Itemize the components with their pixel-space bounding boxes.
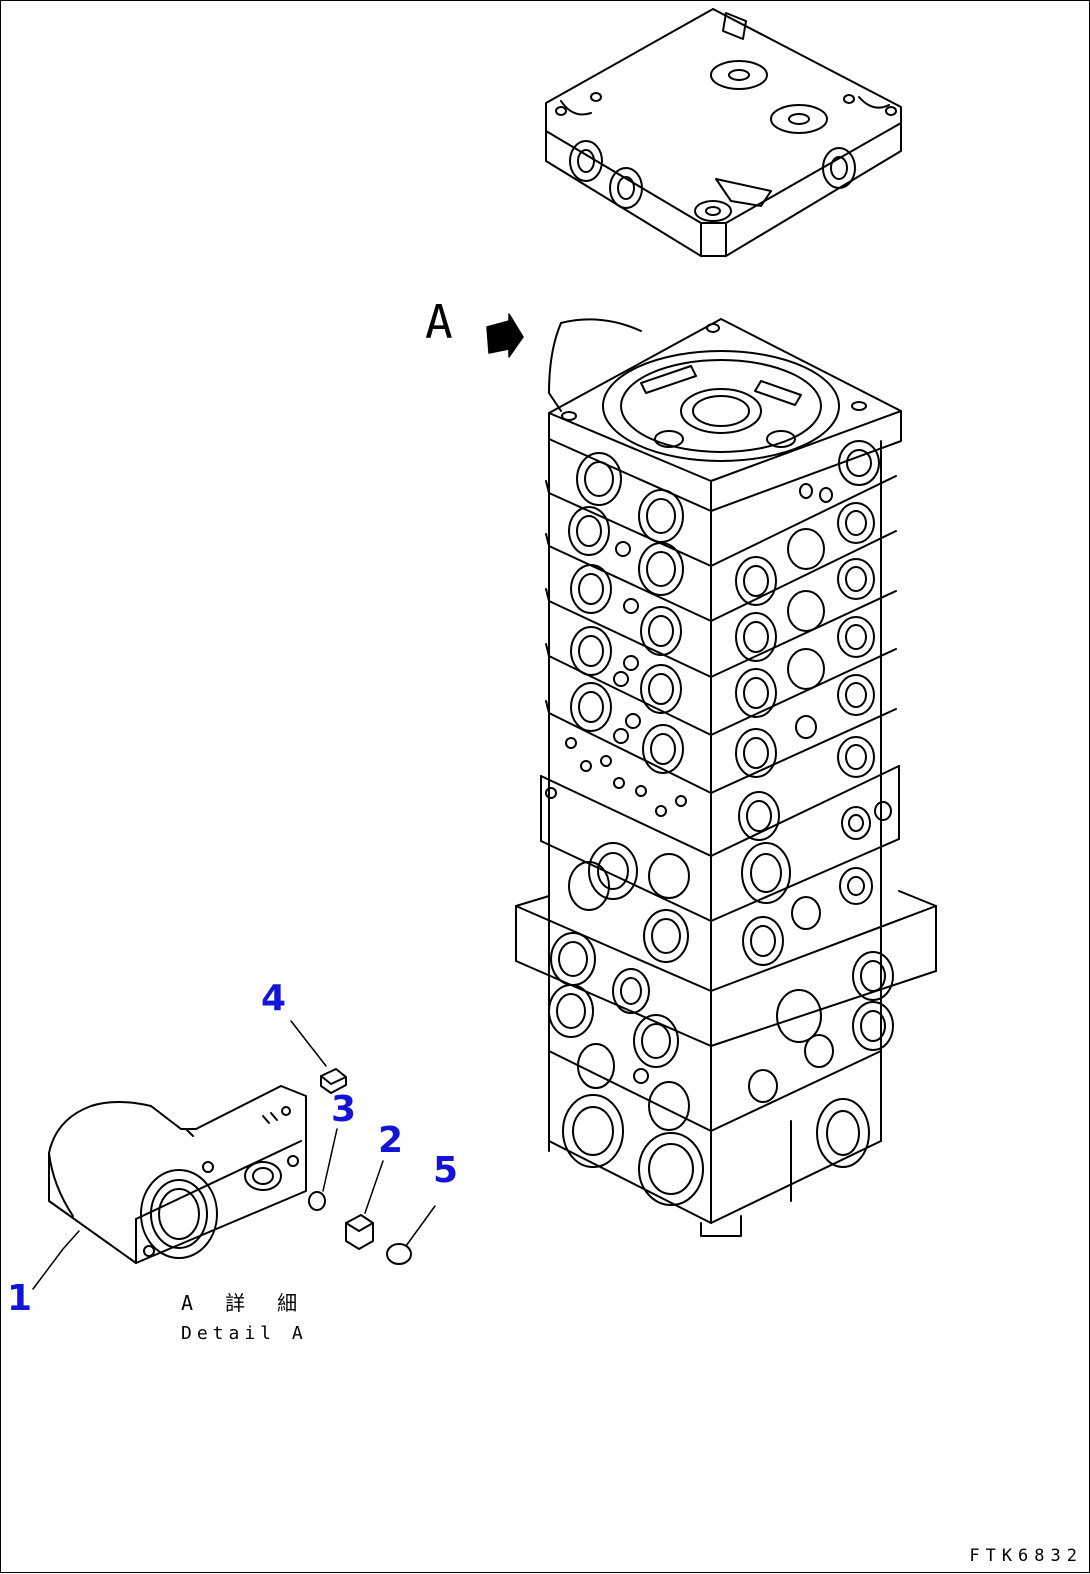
- part-5-oring: [386, 1243, 412, 1265]
- caption-english: Detail A: [181, 1323, 308, 1344]
- part-4-plug: [320, 1068, 347, 1094]
- view-direction-arrow: [486, 313, 524, 358]
- callout-3: 3: [331, 1089, 357, 1130]
- top-cover-plate: [545, 8, 902, 257]
- detail-a-cover: [48, 1085, 307, 1264]
- valve-stack: [515, 318, 937, 1237]
- part-3-ring: [308, 1191, 326, 1211]
- view-label-a: A: [425, 295, 453, 349]
- callout-2: 2: [378, 1120, 404, 1161]
- callout-4: 4: [261, 978, 287, 1019]
- part-2-cylinder: [345, 1214, 374, 1250]
- leader-lines: [32, 1020, 436, 1290]
- callout-5: 5: [433, 1150, 459, 1191]
- callout-1: 1: [7, 1278, 33, 1319]
- drawing-code: FTK6832: [969, 1546, 1083, 1566]
- caption-japanese: A 詳 細: [181, 1291, 308, 1315]
